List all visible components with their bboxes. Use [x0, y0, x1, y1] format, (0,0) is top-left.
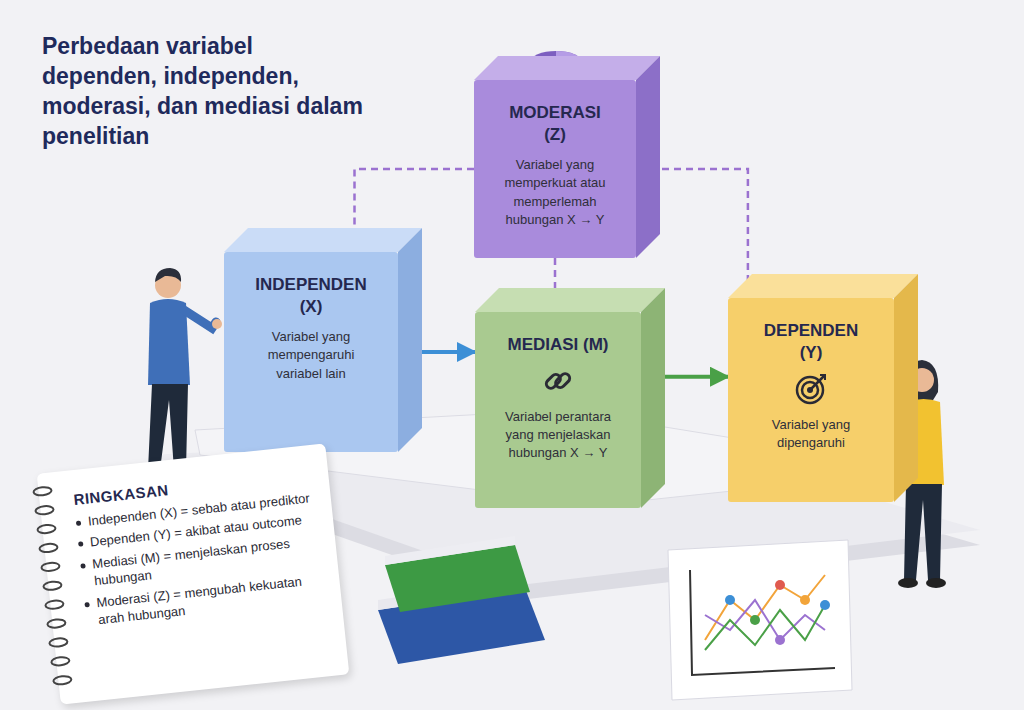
bullet-dot	[76, 520, 81, 525]
node-heading: DEPENDEN (Y)	[751, 320, 871, 364]
node-description: Variabel yang memperkuat atau memperlema…	[491, 156, 619, 229]
node-heading: MODERASI (Z)	[500, 102, 610, 146]
node-heading: INDEPENDEN (X)	[249, 274, 374, 318]
cube-top	[475, 288, 665, 312]
cube-side	[641, 288, 665, 508]
variable-cube: MEDIASI (M) Variabel perantara yang menje…	[475, 312, 641, 508]
cube-side	[894, 274, 918, 502]
node-description: Variabel yang dipengaruhi	[751, 416, 871, 452]
node-description: Variabel yang mempengaruhi variabel lain	[244, 328, 379, 383]
cube-top	[474, 56, 660, 80]
cube-side	[398, 228, 422, 452]
cube-top	[224, 228, 422, 252]
notebook: RINGKASANIndependen (X) = sebab atau pre…	[37, 443, 350, 704]
diagram-title: Perbedaan variabel dependen, independen,…	[42, 32, 372, 152]
node-description: Variabel perantara yang menjelaskan hubu…	[491, 408, 626, 463]
bullet-dot	[80, 563, 85, 568]
chart-card	[668, 540, 852, 700]
chain-icon	[541, 364, 575, 398]
cube-side	[636, 56, 660, 258]
cube-top	[728, 274, 918, 298]
bullet-dot	[84, 602, 89, 607]
spiral-rings	[30, 482, 76, 693]
moderation-arrow	[662, 169, 748, 298]
node-heading: MEDIASI (M)	[507, 334, 608, 356]
person-man	[141, 268, 222, 478]
variable-cube: DEPENDEN (Y) Variabel yang dipengaruhi	[728, 298, 894, 502]
bullet-dot	[78, 542, 83, 547]
variable-cube: MODERASI (Z) Variabel yang memperkuat ata…	[474, 80, 636, 258]
target-icon	[794, 372, 828, 406]
books	[378, 536, 545, 664]
variable-cube: INDEPENDEN (X) Variabel yang mempengaruhi…	[224, 252, 398, 452]
